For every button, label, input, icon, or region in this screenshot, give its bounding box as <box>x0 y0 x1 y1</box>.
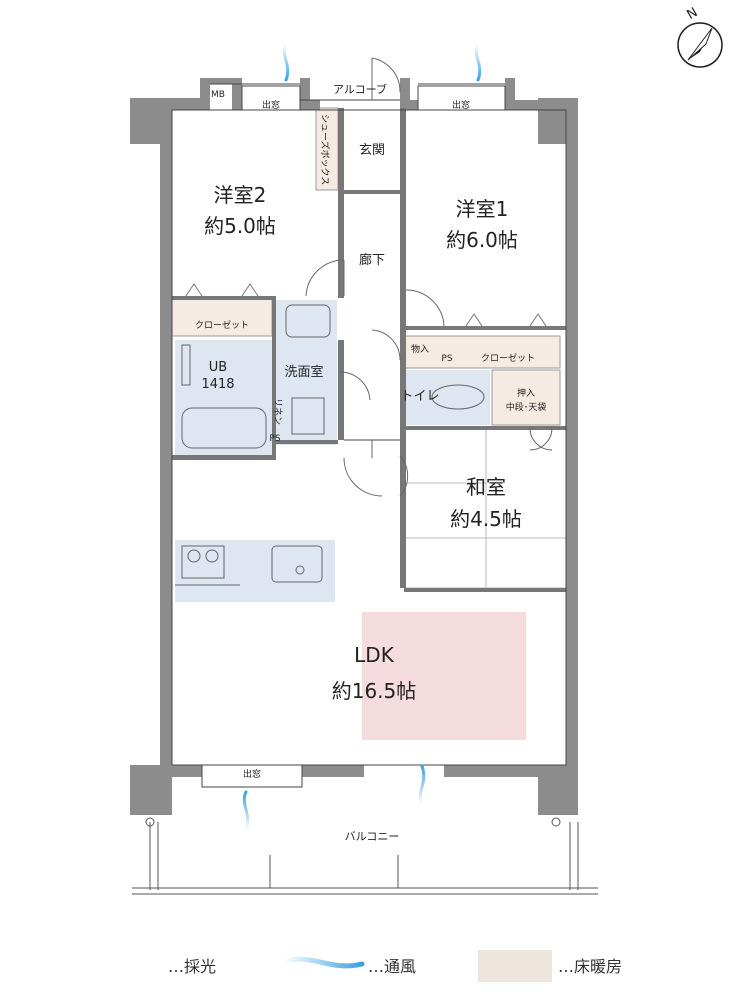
room-bay-left: 出窓 <box>262 99 280 111</box>
room-western2-size: 約5.0帖 <box>204 214 276 238</box>
room-western1-size: 約6.0帖 <box>446 228 518 252</box>
floor-heating-zone <box>362 612 526 740</box>
balcony <box>132 817 598 895</box>
walls <box>130 78 578 815</box>
room-oshiire-detail: 中段･天袋 <box>506 401 547 413</box>
room-western1-name: 洋室1 <box>456 197 509 221</box>
room-hallway: 廊下 <box>359 252 385 268</box>
room-oshiire: 押入 <box>517 387 535 399</box>
door-swings <box>305 57 553 497</box>
room-bay-bottom: 出窓 <box>243 768 261 780</box>
room-ldk-name: LDK <box>354 643 395 667</box>
room-shoebox: シューズボックス <box>319 114 331 185</box>
room-western2-name: 洋室2 <box>214 183 267 207</box>
room-closet-right: クローゼット <box>481 352 535 364</box>
interior-walls <box>172 108 566 592</box>
room-toilet: トイレ <box>400 389 439 404</box>
room-ps-right: PS <box>441 354 452 364</box>
legend-light-label: …採光 <box>168 957 216 976</box>
closet-door-marks <box>185 283 547 327</box>
kitchen <box>175 545 323 586</box>
wet-areas <box>175 300 490 602</box>
room-linen: リネン <box>272 398 283 425</box>
legend-floor-heating-swatch <box>478 950 552 982</box>
room-ub-size: 1418 <box>201 377 234 392</box>
room-japanese-size: 約4.5帖 <box>450 507 522 531</box>
room-ps-left: PS <box>269 434 280 444</box>
room-washroom: 洗面室 <box>284 364 323 380</box>
room-ldk-size: 約16.5帖 <box>332 679 417 703</box>
legend-wind-label: …通風 <box>368 957 416 976</box>
room-mb: MB <box>211 90 225 100</box>
legend-wind-arrow <box>281 956 365 969</box>
room-entrance: 玄関 <box>359 143 385 158</box>
legend-floor-heating-label: …床暖房 <box>558 957 622 976</box>
room-ub: UB <box>209 360 227 375</box>
room-japanese-name: 和室 <box>466 475 506 499</box>
legend: …採光 …通風 …床暖房 <box>75 950 622 982</box>
room-alcove: アルコーブ <box>333 82 387 96</box>
compass: N <box>677 5 723 68</box>
room-balcony: バルコニー <box>345 830 400 843</box>
bath-fixtures <box>181 304 485 449</box>
room-closet-left: クローゼット <box>195 319 249 331</box>
ventilation-arrows <box>242 42 482 832</box>
room-bay-right: 出窓 <box>452 99 470 111</box>
closets <box>171 107 561 426</box>
compass-north-label: N <box>685 5 701 23</box>
room-storage: 物入 <box>411 343 429 355</box>
